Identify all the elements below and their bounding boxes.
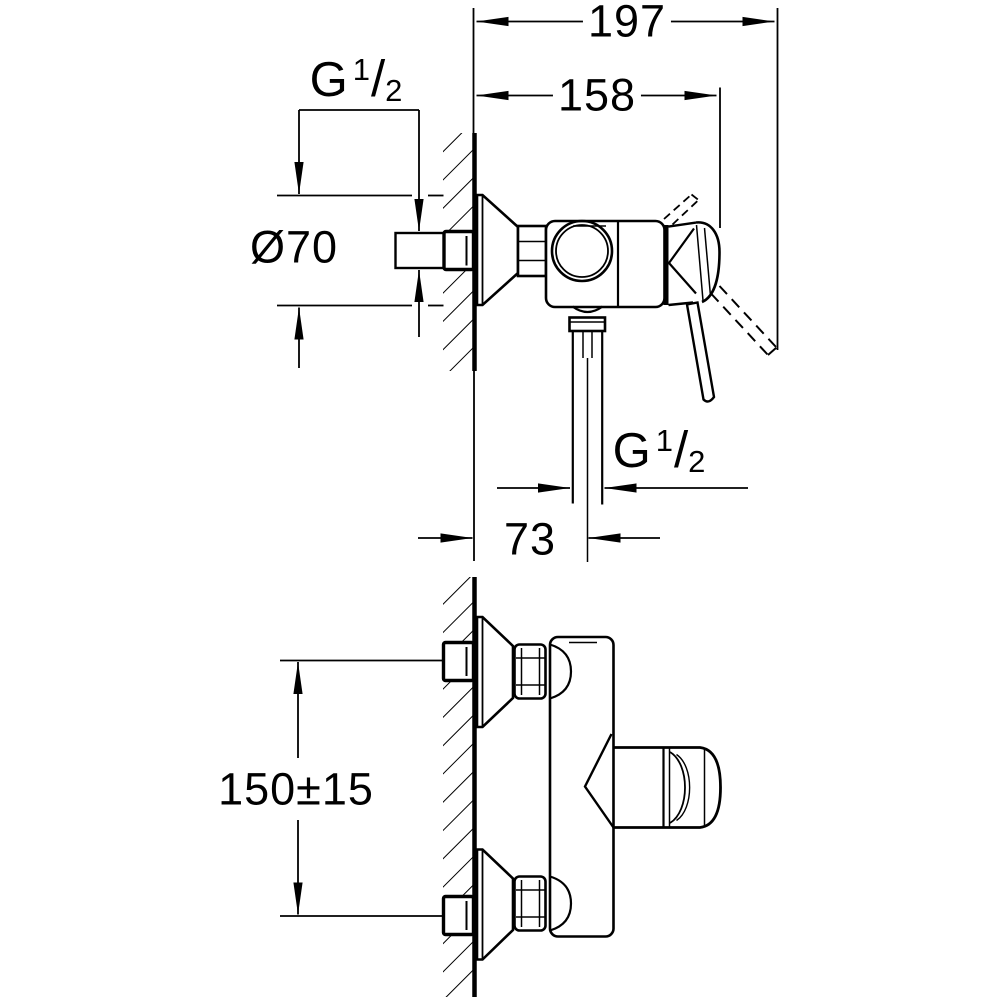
dim-label-total-width: 197 xyxy=(582,0,672,44)
supply-nipple xyxy=(394,231,446,270)
cartridge-plan xyxy=(613,746,722,829)
dim-label-inlet-spacing: 150±15 xyxy=(213,766,379,812)
thread-numerator: 1 xyxy=(352,52,370,87)
mixer-plan-view xyxy=(441,615,722,961)
valve-body-plan xyxy=(548,635,615,938)
dim-label-body-width: 158 xyxy=(552,72,642,118)
thread-slash: / xyxy=(370,50,386,107)
dim-label-escutcheon-diameter: Ø70 xyxy=(244,224,344,270)
hose-nut xyxy=(568,316,607,333)
thread-denominator: 2 xyxy=(688,444,706,479)
square-union xyxy=(442,229,476,272)
wall-section-side-view xyxy=(443,8,477,561)
thread-prefix: G xyxy=(612,424,651,478)
thread-slash: / xyxy=(673,421,689,478)
square-union-upper xyxy=(441,640,476,683)
thread-denominator: 2 xyxy=(385,73,403,108)
thread-prefix: G xyxy=(309,53,348,107)
dimension-lines xyxy=(277,8,779,917)
inlet-boss-circle xyxy=(550,219,614,283)
hex-nut xyxy=(516,224,548,278)
hex-nut-lower xyxy=(513,875,547,932)
dim-label-wall-to-hose: 73 xyxy=(498,516,562,562)
lever-handle xyxy=(685,301,716,403)
square-union-lower xyxy=(441,894,476,937)
thread-numerator: 1 xyxy=(655,423,673,458)
lever-handle-up-dashed xyxy=(663,193,700,226)
shower-hose xyxy=(571,331,604,562)
mixer-side-view xyxy=(394,193,778,562)
hex-nut-upper xyxy=(513,643,547,700)
lever-handle-open-dashed xyxy=(710,285,778,356)
